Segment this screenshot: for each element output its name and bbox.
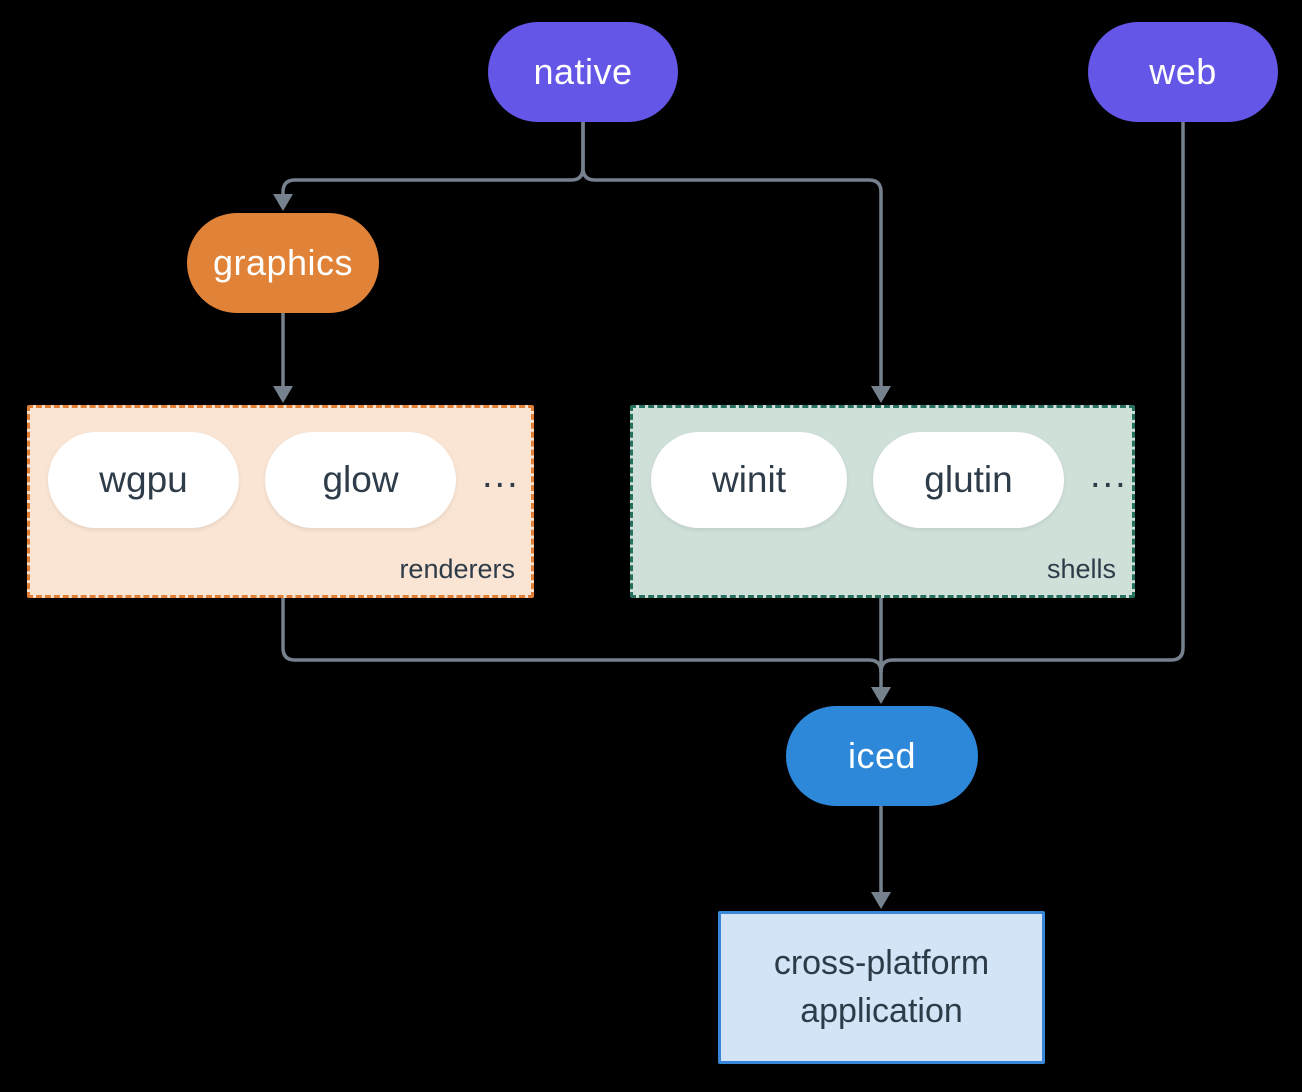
node-glutin-label: glutin <box>924 459 1013 500</box>
node-wgpu: wgpu <box>48 432 239 528</box>
node-cross-platform-application-label: cross-platform application <box>773 943 990 1030</box>
arrow-into-shells-icon <box>871 386 891 403</box>
node-wgpu-label: wgpu <box>99 459 188 500</box>
group-shells-row: winit glutin ... <box>633 408 1132 528</box>
node-web: web <box>1088 22 1278 122</box>
renderers-ellipsis: ... <box>482 453 520 496</box>
arrow-into-renderers-icon <box>273 386 293 403</box>
arrow-into-app-icon <box>871 892 891 909</box>
group-shells-label: shells <box>1046 554 1116 584</box>
edge-native-to-graphics <box>281 122 585 194</box>
arrow-into-graphics-icon <box>273 194 293 211</box>
node-glow-label: glow <box>322 459 399 500</box>
shells-ellipsis: ... <box>1090 453 1128 496</box>
group-renderers: wgpu glow ... renderers <box>27 405 534 598</box>
node-graphics-label: graphics <box>212 242 354 283</box>
node-winit-label: winit <box>711 459 787 500</box>
node-cross-platform-application: cross-platform application <box>718 911 1045 1064</box>
node-winit: winit <box>651 432 847 528</box>
node-web-label: web <box>1149 51 1217 92</box>
node-graphics: graphics <box>187 213 379 313</box>
node-iced-label: iced <box>847 735 917 776</box>
arrow-into-iced-icon <box>871 687 891 704</box>
node-iced: iced <box>786 706 978 806</box>
group-shells: winit glutin ... shells <box>630 405 1135 598</box>
edge-renderers-to-iced <box>281 598 883 673</box>
group-renderers-label: renderers <box>399 554 515 584</box>
node-native: native <box>488 22 678 122</box>
group-renderers-row: wgpu glow ... <box>30 408 531 528</box>
node-glutin: glutin <box>873 432 1064 528</box>
node-glow: glow <box>265 432 456 528</box>
edge-native-to-shells <box>581 122 883 386</box>
node-native-label: native <box>533 51 633 92</box>
